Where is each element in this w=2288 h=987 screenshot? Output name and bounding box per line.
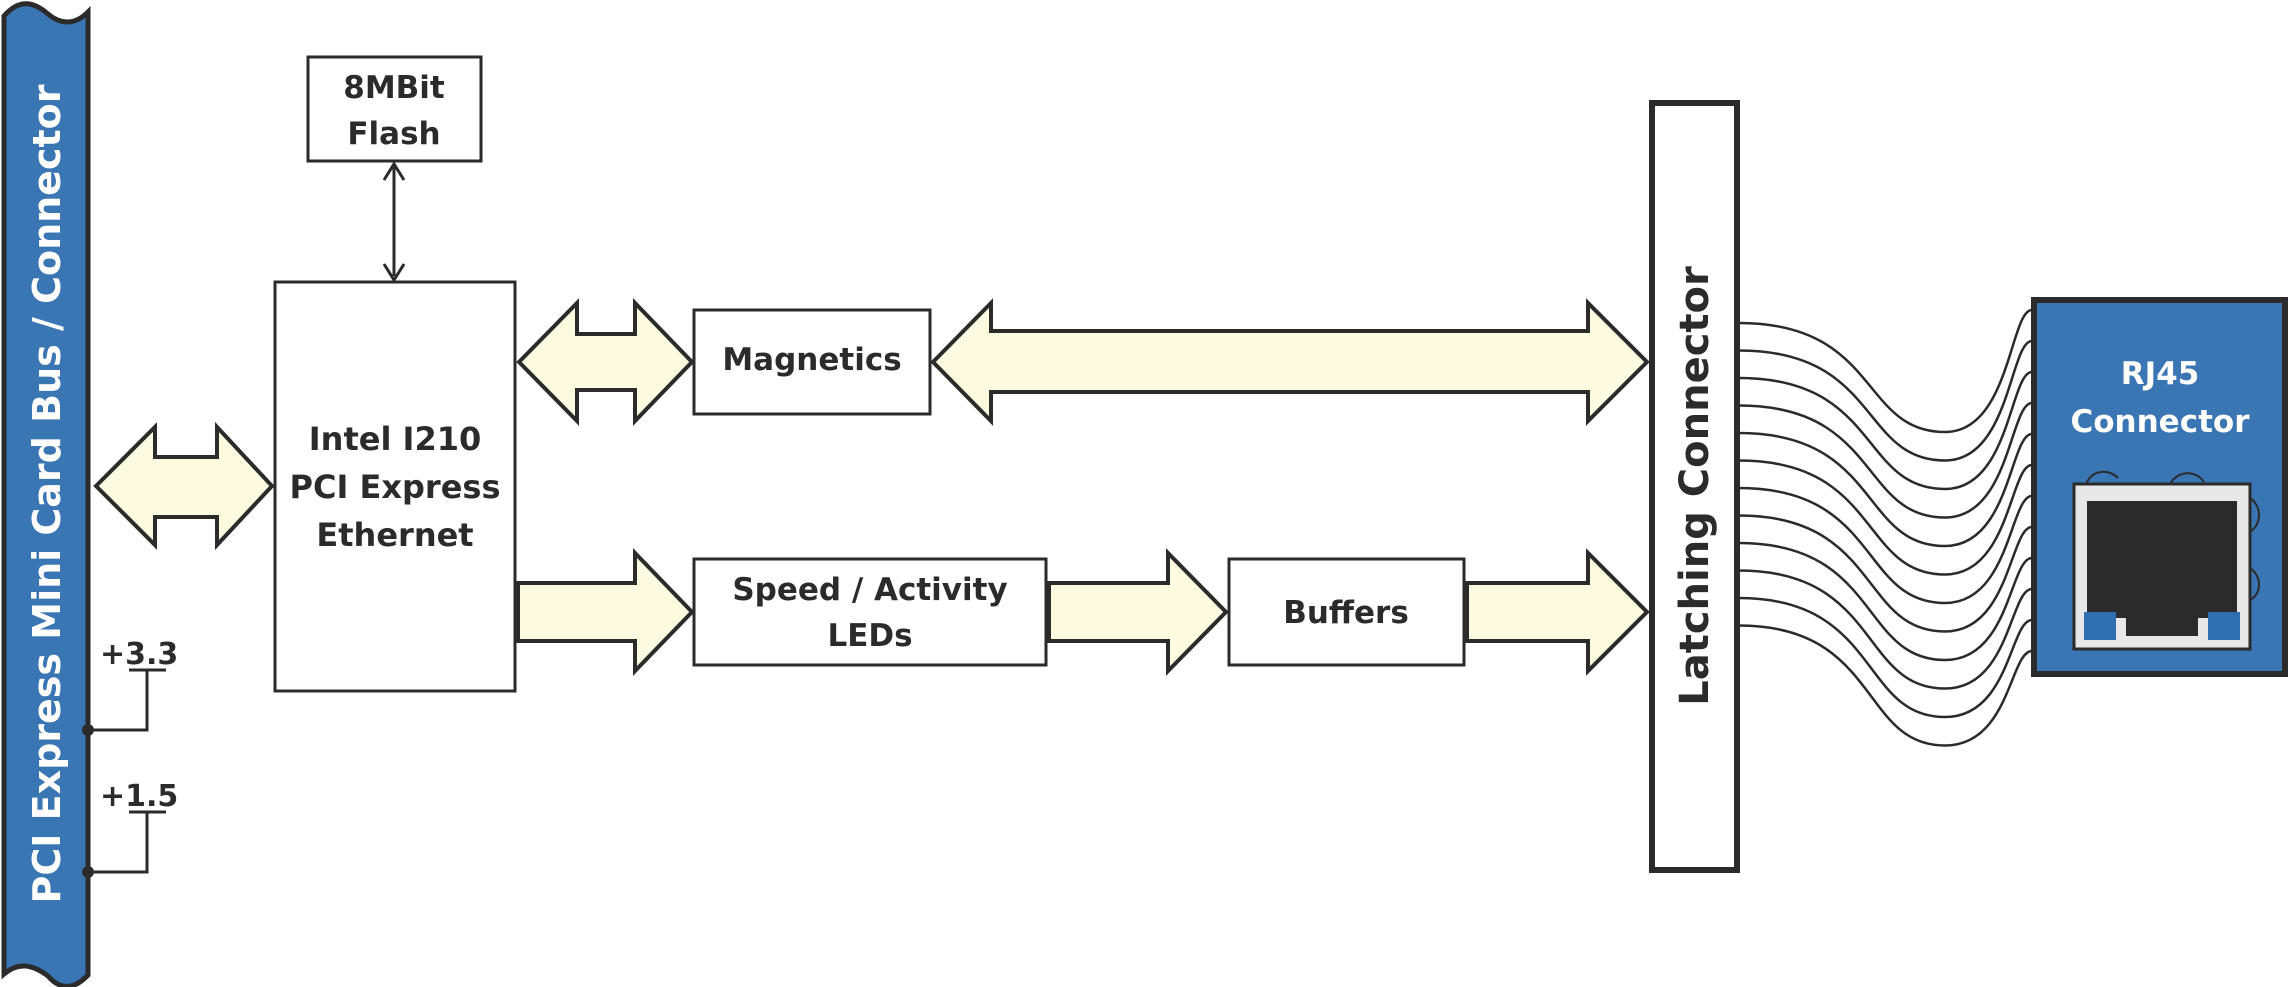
buffers-label: Buffers [1283,595,1409,631]
bus-controller-double-arrow [93,421,275,551]
bus-label: PCI Express Mini Card Bus / Connector [25,84,69,903]
power-rail-1v5-node [82,866,94,878]
controller-block: Intel I210 PCI Express Ethernet [273,280,517,693]
cable-wire [1738,431,2033,548]
cable-wires [1738,308,2033,747]
controller-magnetics-double-arrow [516,298,695,426]
flash-controller-link [382,161,406,283]
buffers-latching-arrow [1465,548,1650,676]
rj45-label-line1: RJ45 [2121,356,2200,392]
power-rail-3v3: +3.3 [82,637,178,736]
flash-box [306,55,483,163]
cable-wire [1738,459,2033,576]
pci-express-bus: PCI Express Mini Card Bus / Connector [1,1,91,987]
latching-connector-label: Latching Connector [1672,266,1718,706]
bus-bar [1,1,91,987]
cable-wire [1738,514,2033,633]
controller-label-line1: Intel I210 [309,420,482,458]
flash-label-line2: Flash [347,116,440,152]
flash-link-head-top [382,161,406,181]
leds-buffers-arrow [1047,548,1229,676]
cable-wire [1738,401,2033,519]
latching-connector-box [1649,100,1740,873]
magnetics-label: Magnetics [722,342,901,378]
flash-link-head-bottom [382,263,406,283]
power-rail-3v3-node [82,724,94,736]
power-rail-3v3-label: +3.3 [100,637,178,672]
rj45-connector-block: RJ45 Connector [2031,297,2288,677]
cable-wire [1738,486,2033,605]
cable-wire [1738,624,2033,747]
cable-wire [1738,339,2033,462]
flash-block: 8MBit Flash [306,55,483,163]
controller-label-line2: PCI Express [290,468,501,506]
magnetics-block: Magnetics [692,308,932,416]
power-rail-1v5-line [88,813,149,874]
power-rail-1v5: +1.5 [82,779,178,878]
magnetics-box [692,308,932,416]
cable-wire [1738,596,2033,719]
power-rail-3v3-line [88,671,149,732]
buffers-block: Buffers [1227,557,1466,667]
leds-box [692,557,1048,667]
controller-label-line3: Ethernet [316,516,473,554]
controller-leds-arrow [516,548,695,676]
cable-wire [1738,308,2033,434]
cable-wire [1738,370,2033,491]
cable-wire [1738,541,2033,662]
leds-label-line2: LEDs [827,618,912,654]
ethernet-port-icon [2072,470,2260,651]
rj45-label-line2: Connector [2071,404,2251,440]
flash-label-line1: 8MBit [343,70,445,106]
magnetics-latching-double-arrow [930,298,1650,426]
power-rail-1v5-label: +1.5 [100,779,178,814]
leds-label-line1: Speed / Activity [732,572,1007,608]
buffers-box [1227,557,1466,667]
controller-box [273,280,517,693]
cable-wire [1738,569,2033,690]
leds-block: Speed / Activity LEDs [692,557,1048,667]
latching-connector-block: Latching Connector [1649,100,1740,873]
